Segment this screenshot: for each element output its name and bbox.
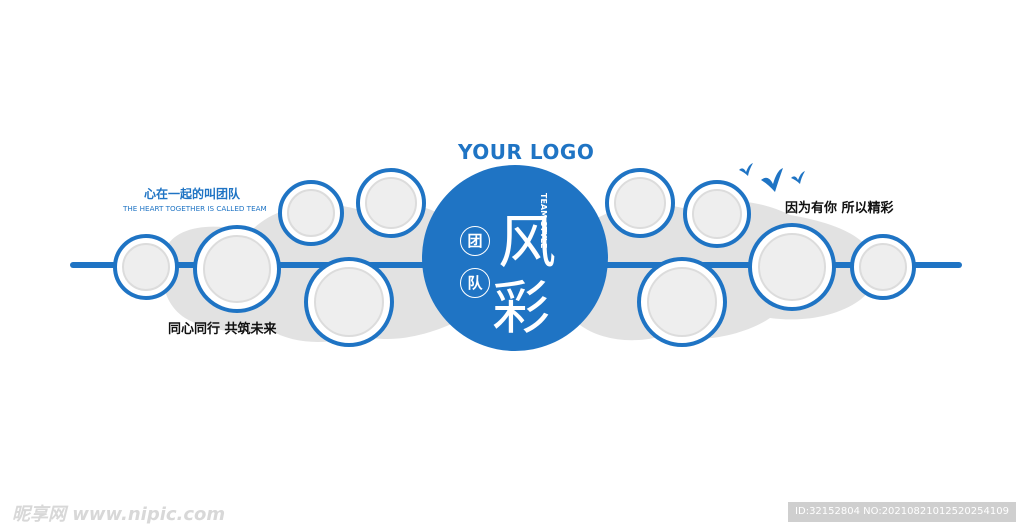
photo-placeholder (692, 189, 742, 239)
slogan-right: 因为有你 所以精彩 (785, 201, 894, 216)
center-char-tuan: 团 (467, 232, 483, 250)
photo-frame[interactable] (683, 180, 751, 248)
photo-frame[interactable] (850, 234, 916, 300)
photo-placeholder (614, 177, 666, 229)
center-char-feng: 风 (498, 208, 557, 276)
photo-frame[interactable] (637, 257, 727, 347)
bird-icon (791, 171, 805, 184)
center-en-label: TEAM STYLE (539, 193, 548, 249)
center-small-circle: 队 (460, 268, 490, 298)
logo-text: YOUR LOGO (458, 140, 595, 164)
photo-placeholder (365, 177, 417, 229)
photo-frame[interactable] (278, 180, 344, 246)
photo-placeholder (203, 235, 271, 303)
watermark-left: 昵享网 www.nipic.com (12, 504, 226, 525)
photo-placeholder (122, 243, 170, 291)
photo-frame[interactable] (113, 234, 179, 300)
photo-frame[interactable] (193, 225, 281, 313)
birds-decoration (739, 163, 805, 192)
photo-frame[interactable] (748, 223, 836, 311)
photo-frame[interactable] (605, 168, 675, 238)
slogan-left-cn: 心在一起的叫团队 (144, 187, 241, 201)
photo-frame[interactable] (304, 257, 394, 347)
bird-icon (761, 168, 783, 192)
photo-placeholder (859, 243, 907, 291)
photo-placeholder (758, 233, 826, 301)
photo-placeholder (647, 267, 717, 337)
center-char-cai: 彩 (492, 274, 551, 342)
center-small-circle: 团 (460, 226, 490, 256)
bird-icon (739, 163, 753, 176)
slogan-left-bottom: 同心同行 共筑未来 (168, 322, 277, 337)
photo-frame[interactable] (356, 168, 426, 238)
watermark-right: ID:32152804 NO:20210821012520254109 (788, 502, 1016, 522)
center-char-dui: 队 (467, 274, 483, 292)
slogan-left-en: THE HEART TOGETHER IS CALLED TEAM (123, 204, 267, 213)
center-medallion: 团 队 风 彩 TEAM STYLE (422, 165, 608, 351)
photo-placeholder (287, 189, 335, 237)
photo-placeholder (314, 267, 384, 337)
